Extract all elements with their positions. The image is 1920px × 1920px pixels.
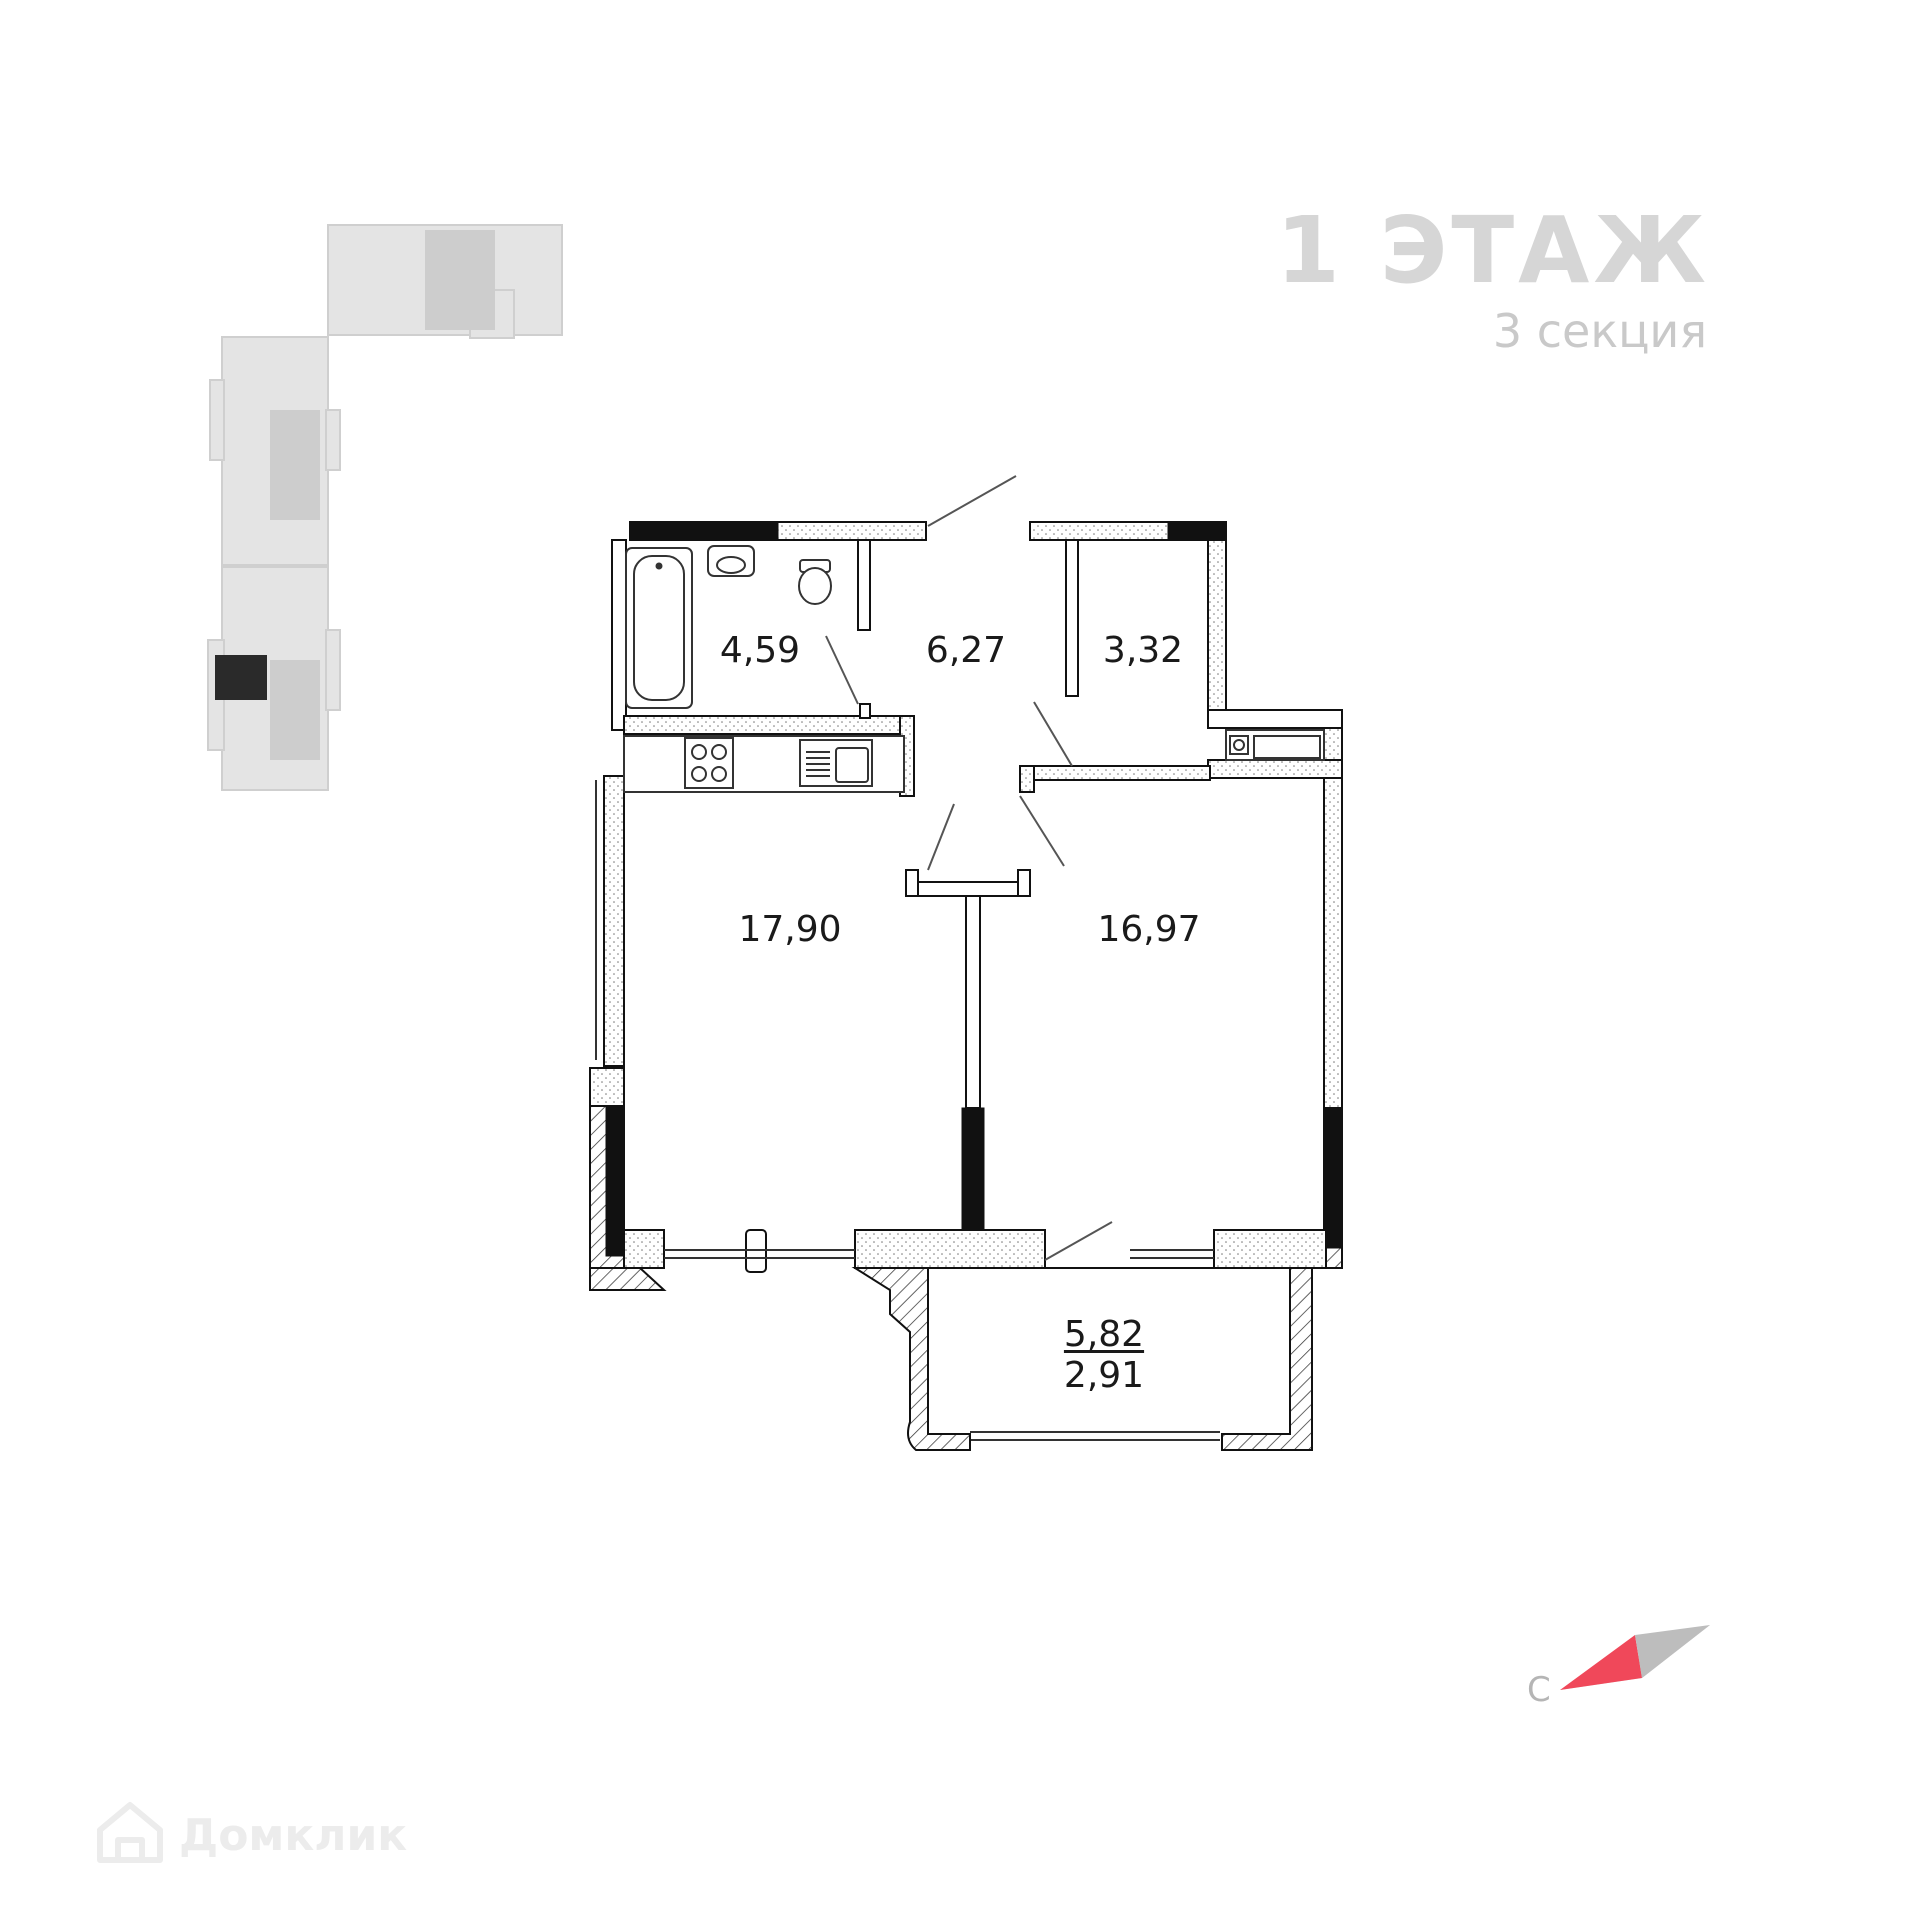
- watermark: Домклик: [95, 1810, 407, 1861]
- utility-niche: [1225, 729, 1325, 761]
- kitchen-fixtures: [623, 735, 905, 793]
- bedroom-area-label: 16,97: [1097, 909, 1201, 950]
- bathroom-area-label: 4,59: [719, 630, 801, 671]
- partitions: [623, 539, 1211, 897]
- compass-north-label: С: [1527, 1670, 1551, 1710]
- bathroom-fixtures: [625, 545, 832, 709]
- balcony-total-area-label: 5,82: [1063, 1314, 1145, 1355]
- house-icon: [97, 1802, 163, 1863]
- storage-area-label: 3,32: [1102, 630, 1184, 671]
- stove-icon: [684, 737, 734, 789]
- windows: [595, 780, 1220, 1441]
- balcony-reduced-area-label: 2,91: [1063, 1355, 1145, 1396]
- watermark-text: Домклик: [179, 1810, 408, 1861]
- site-plan-shading: [270, 230, 495, 760]
- section-title: 3 секция: [1492, 304, 1707, 358]
- hallway-area-label: 6,27: [925, 630, 1007, 671]
- compass: [1560, 1625, 1710, 1690]
- floor-title: 1 ЭТАЖ: [1275, 197, 1710, 304]
- door-swings: [825, 475, 1113, 1261]
- living-kitchen-area-label: 17,90: [738, 909, 842, 950]
- compass-needle: [1560, 1635, 1642, 1690]
- balcony-walls: [589, 1267, 1313, 1451]
- walls: [589, 521, 1343, 1273]
- site-plan-selected-apartment: [215, 655, 267, 700]
- site-plan: [207, 224, 563, 791]
